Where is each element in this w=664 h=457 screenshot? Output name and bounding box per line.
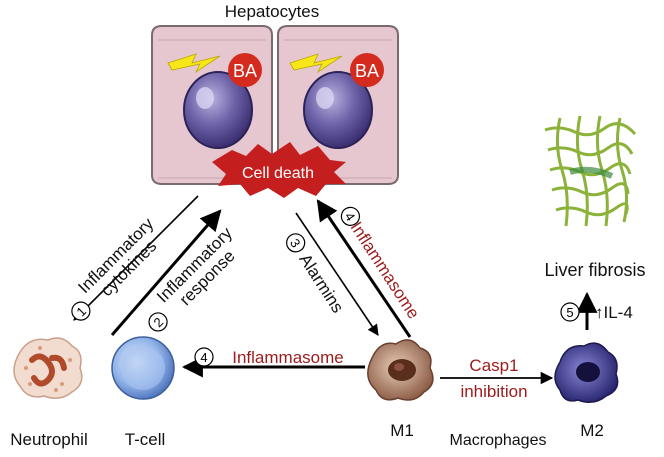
- step-number: 5: [566, 305, 573, 320]
- label-alarmins: 3 Alarmins: [286, 233, 347, 316]
- arrow-alarmins: [295, 212, 379, 336]
- macrophages-label: Macrophages: [450, 432, 547, 449]
- ba-badge: [350, 53, 384, 87]
- m2-label: M2: [580, 421, 604, 440]
- lightning-icon: [167, 53, 221, 74]
- il4-label: ↑IL-4: [595, 303, 633, 322]
- casp1-label: Casp1: [469, 356, 518, 375]
- cell-death-label: Cell death: [242, 165, 314, 182]
- tcell-icon: [111, 336, 175, 400]
- label-inflammatory-response: 2 Inflammatory response: [148, 223, 239, 332]
- lightning-icon: [289, 53, 343, 74]
- step-circle: [340, 206, 361, 226]
- step-circle: [560, 302, 580, 322]
- ba-label-left: BA: [233, 61, 257, 81]
- step-circle: [148, 312, 168, 332]
- m1-label: M1: [390, 421, 414, 440]
- hepatocyte-left: BA: [151, 25, 273, 185]
- arrow-inflammasome-liver: [316, 199, 412, 338]
- neutrophil-label: Neutrophil: [10, 430, 88, 449]
- label-inflammatory-cytokines: 1 Inflammatory cytokines: [71, 214, 160, 321]
- step-circle: [71, 301, 91, 321]
- step-circle: [286, 233, 306, 253]
- label-inflammasome-liver: 4 Inflammasome: [340, 206, 423, 322]
- ba-badge: [228, 53, 262, 87]
- liver-fibrosis-label: Liver fibrosis: [544, 260, 645, 280]
- label-text: Alarmins: [295, 250, 347, 316]
- m2-macrophage-icon: [554, 342, 619, 403]
- step-circle: [194, 347, 214, 367]
- hepatocyte-right: BA: [277, 25, 399, 185]
- fibrosis-icon: [544, 115, 637, 227]
- step-number: 4: [200, 350, 207, 365]
- ba-label-right: BA: [355, 61, 379, 81]
- label-text: Inflammasome: [232, 348, 343, 367]
- label-inflammasome-tcell: 4 Inflammasome: [194, 347, 344, 367]
- inhibition-label: inhibition: [460, 382, 527, 401]
- m1-macrophage-icon: [367, 339, 434, 401]
- arrow-inflammatory-cytokines: [73, 195, 199, 321]
- hepatocytes-title: Hepatocytes: [225, 2, 320, 21]
- tcell-label: T-cell: [125, 430, 166, 449]
- neutrophil-icon: [13, 337, 83, 399]
- cell-death-burst: Cell death: [212, 142, 346, 198]
- arrow-inflammatory-response: [110, 209, 222, 336]
